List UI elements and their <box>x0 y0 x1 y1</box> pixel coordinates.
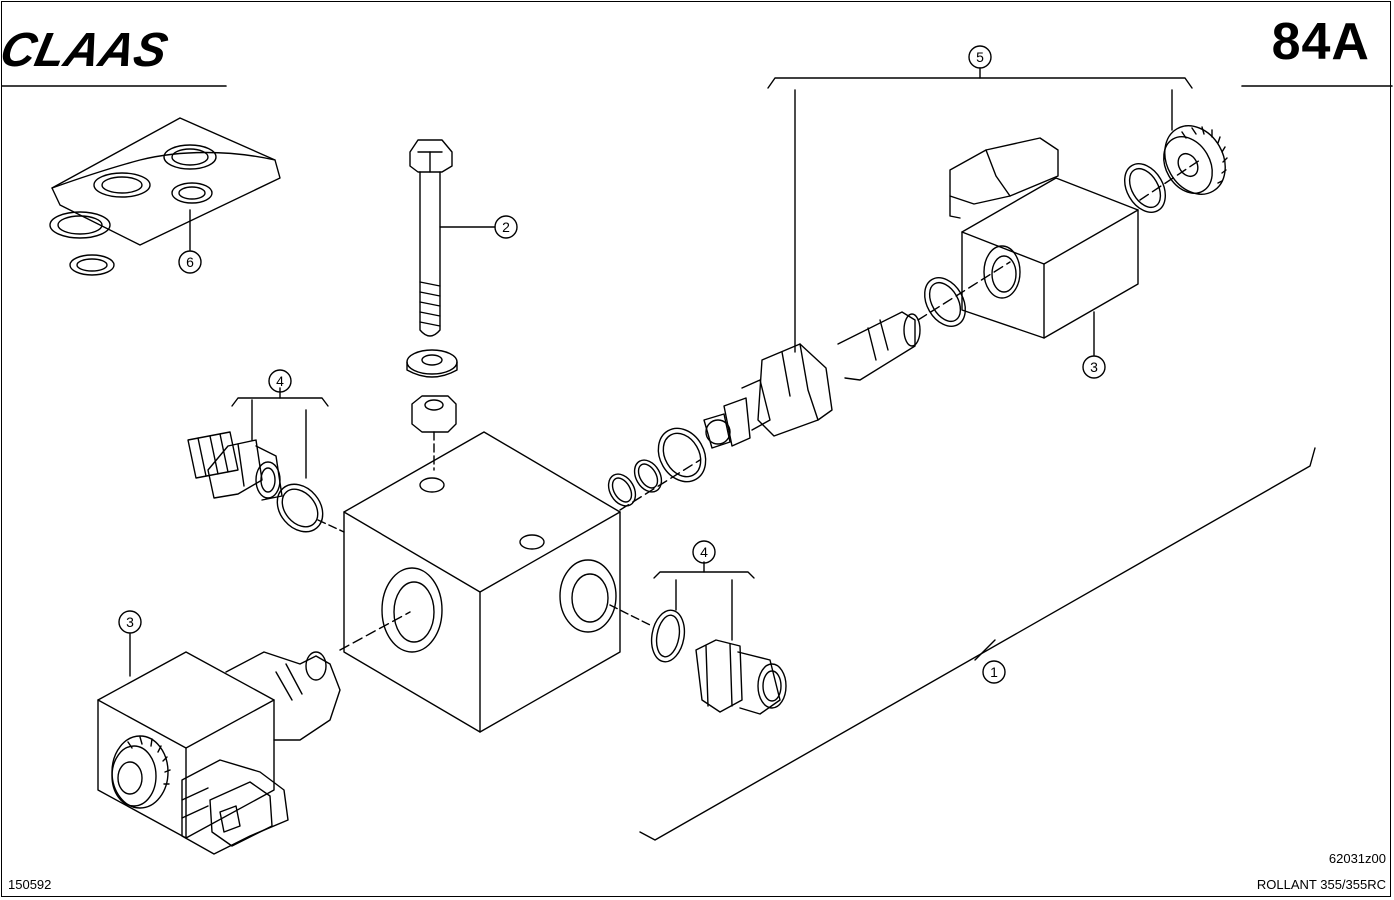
nut <box>411 395 457 471</box>
bracket-1 <box>639 447 1316 841</box>
callout-4-circle-upper <box>268 369 292 393</box>
axis-line-lower-coil <box>339 611 411 651</box>
callout-3-number-upper: 3 <box>1090 359 1098 375</box>
o-ring-large <box>657 427 707 483</box>
axis-line-coil <box>917 261 1011 321</box>
o-ring-coil <box>924 277 966 327</box>
axis-line-fitting-lower <box>609 604 651 626</box>
drawing-id: 62031z00 <box>1328 851 1386 866</box>
fitting-upper <box>187 431 283 501</box>
callout-3-circle-lower <box>118 610 142 634</box>
axis-line-fitting-upper <box>317 519 345 533</box>
bracket-4-upper <box>231 387 329 479</box>
axis-line-nut <box>1139 159 1201 201</box>
callout-5-circle <box>968 45 992 69</box>
seal-kit-bag <box>49 117 281 276</box>
o-ring-fitting-lower <box>650 609 686 663</box>
callout-5-number: 5 <box>976 49 984 65</box>
page-code: 84A <box>1271 13 1370 71</box>
callout-4-number-lower: 4 <box>700 544 708 560</box>
o-ring-coil-nut <box>1124 163 1166 213</box>
washer <box>406 349 458 378</box>
solenoid-coil-lower <box>97 651 341 855</box>
bracket-4-lower <box>653 561 755 641</box>
callout-2-circle <box>494 215 518 239</box>
callout-1-circle <box>982 660 1006 684</box>
callout-3-number-lower: 3 <box>126 614 134 630</box>
o-ring-fitting-upper <box>276 483 324 533</box>
o-ring-small-b <box>607 473 637 507</box>
solenoid-coil-upper <box>949 137 1139 356</box>
model-name: ROLLANT 355/355RC <box>1256 877 1386 892</box>
sheet-number: 150592 <box>8 877 52 892</box>
bracket-5 <box>767 67 1193 353</box>
brand-logo: CLAAS <box>0 23 172 76</box>
callout-6-circle <box>178 250 202 274</box>
bolt <box>409 139 496 337</box>
knurled-nut-upper <box>1163 125 1228 195</box>
cartridge-valve <box>703 311 921 449</box>
callout-4-circle-lower <box>692 540 716 564</box>
callout-2-number: 2 <box>502 219 510 235</box>
valve-block <box>343 431 621 733</box>
callout-3-circle-upper <box>1082 355 1106 379</box>
o-ring-small-a <box>633 459 663 493</box>
axis-line-cartridge <box>619 459 701 511</box>
callout-6-number: 6 <box>186 254 194 270</box>
callout-1-number: 1 <box>990 664 998 680</box>
fitting-lower <box>695 639 787 715</box>
callout-4-number-upper: 4 <box>276 373 284 389</box>
